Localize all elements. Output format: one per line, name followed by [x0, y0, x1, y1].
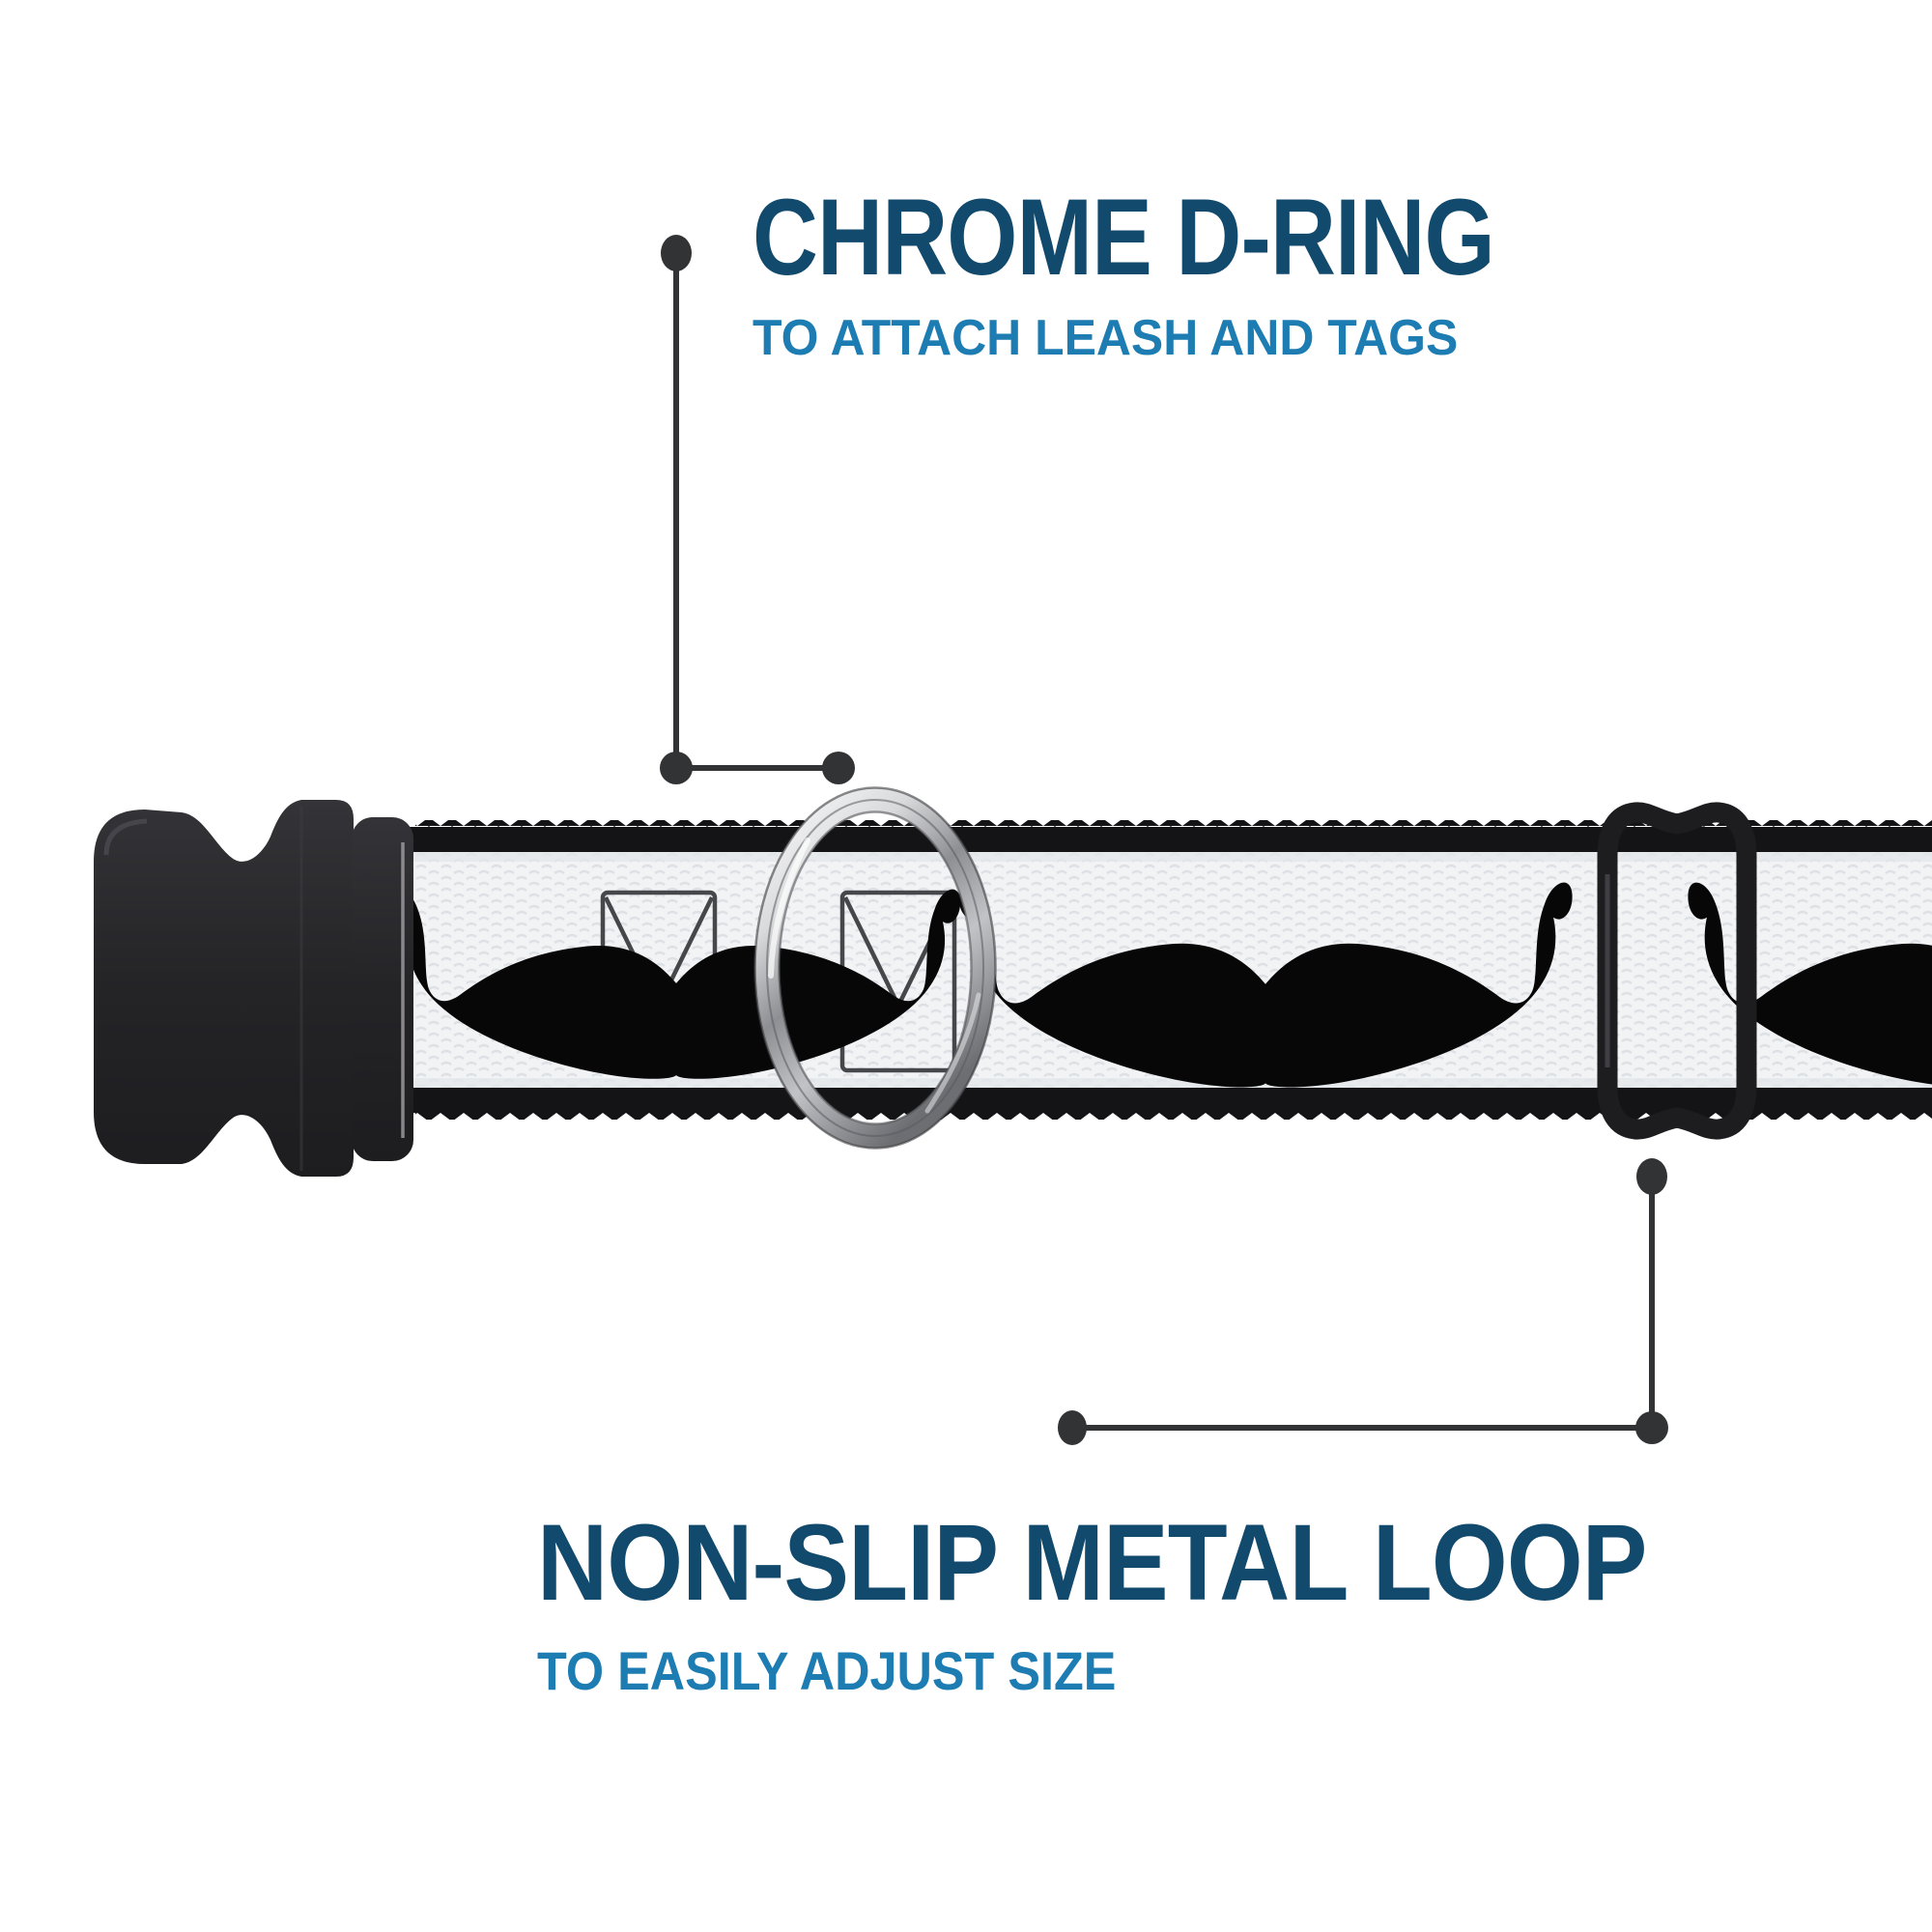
- dring-title: CHROME D-RING: [753, 177, 1495, 298]
- dring-annotation: CHROME D-RING TO ATTACH LEASH AND TAGS: [753, 177, 1635, 366]
- plastic-buckle: [94, 800, 413, 1177]
- metal-slider-loop: [1597, 802, 1757, 1140]
- loop-title: NON-SLIP METAL LOOP: [537, 1502, 1647, 1623]
- callout-dot: [660, 752, 693, 784]
- callout-dot: [1058, 1410, 1087, 1445]
- callout-dot: [822, 752, 855, 784]
- loop-subtitle: TO EASILY ADJUST SIZE: [537, 1640, 1117, 1701]
- callout-dot: [1635, 1411, 1668, 1444]
- dring-subtitle: TO ATTACH LEASH AND TAGS: [753, 310, 1459, 366]
- chrome-d-ring: [753, 786, 997, 1150]
- loop-annotation: NON-SLIP METAL LOOP TO EASILY ADJUST SIZ…: [537, 1509, 1763, 1698]
- callout-dot: [1636, 1158, 1667, 1195]
- callout-dot: [661, 235, 692, 271]
- callout-dring: [660, 235, 855, 784]
- callout-loop: [1058, 1158, 1668, 1445]
